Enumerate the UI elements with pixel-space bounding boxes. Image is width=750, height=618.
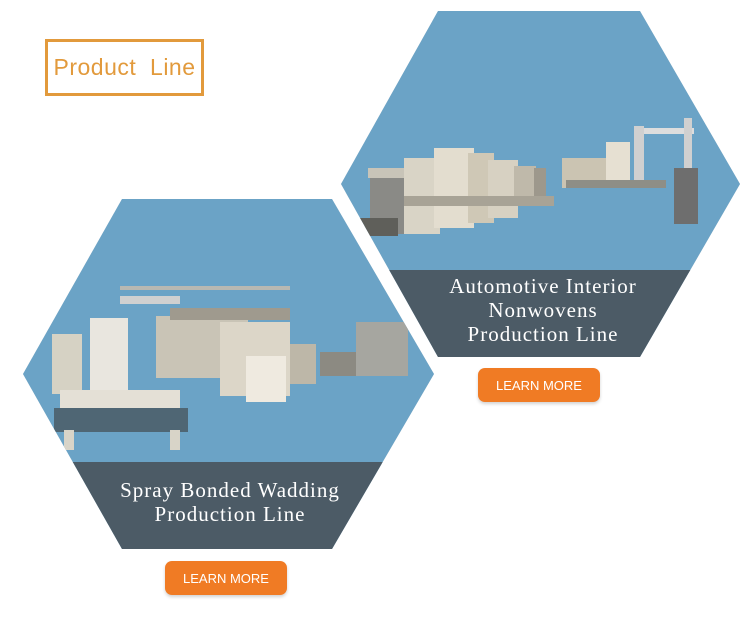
learn-more-button-automotive[interactable]: LEARN MORE <box>478 368 600 402</box>
caption-line: Nonwovens <box>488 298 598 322</box>
product-card-automotive[interactable]: Automotive Interior Nonwovens Production… <box>338 8 743 360</box>
caption-line: Spray Bonded Wadding <box>120 478 340 502</box>
hexagon-frame <box>341 11 740 357</box>
caption-line: Production Line <box>154 502 306 526</box>
production-line-illustration <box>23 199 434 549</box>
caption-line: Automotive Interior <box>449 274 637 298</box>
caption-line: Production Line <box>467 322 619 346</box>
product-caption-spray-bonded: Spray Bonded Wadding Production Line <box>95 478 365 526</box>
product-caption-automotive: Automotive Interior Nonwovens Production… <box>413 274 673 346</box>
product-line-title-box: Product Line <box>45 39 204 96</box>
hexagon-frame <box>23 199 434 549</box>
learn-more-button-spray-bonded[interactable]: LEARN MORE <box>165 561 287 595</box>
machinery-shapes <box>52 286 408 450</box>
page-title: Product Line <box>53 54 196 80</box>
machinery-shapes <box>358 118 698 236</box>
product-card-spray-bonded[interactable]: Spray Bonded Wadding Production Line <box>20 196 438 552</box>
